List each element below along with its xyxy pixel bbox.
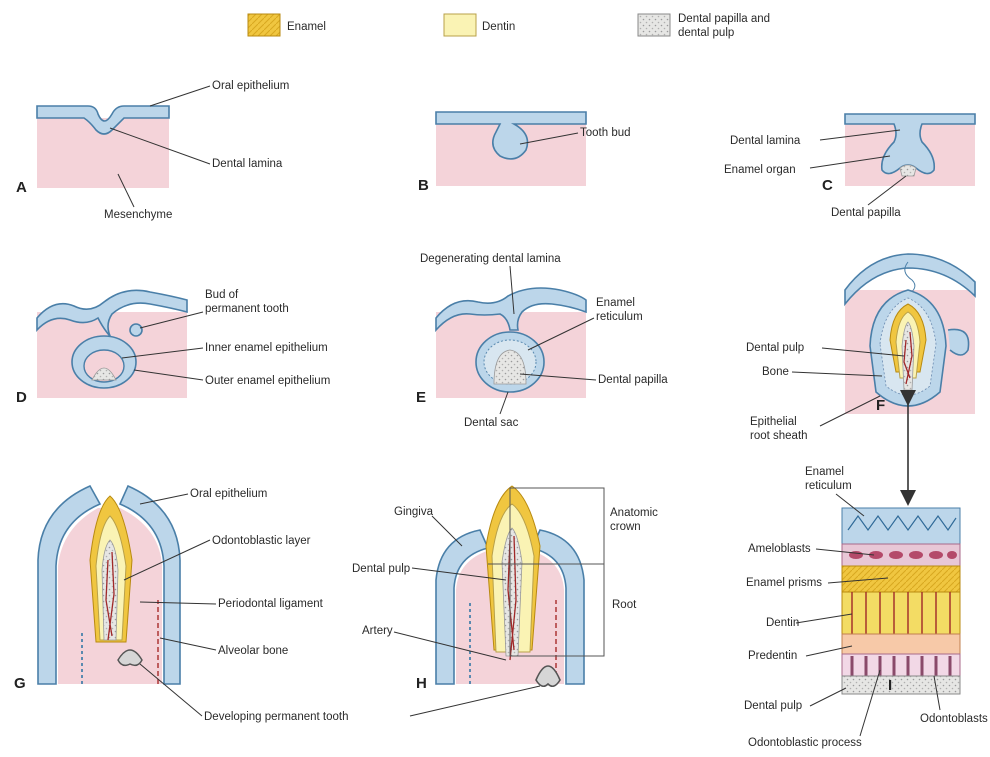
label-bone: Bone	[762, 366, 789, 378]
legend-dentin-swatch	[444, 14, 476, 36]
label-dentin: Dentin	[766, 617, 799, 629]
permanent-bud-shape	[948, 329, 969, 355]
label-periodontal: Periodontal ligament	[218, 598, 324, 610]
panel-label: F	[876, 397, 885, 414]
label-root: Root	[612, 599, 637, 611]
label-developing-tooth: Developing permanent tooth	[204, 711, 349, 723]
label-dental-pulp: Dental pulp	[746, 342, 804, 354]
label-enamel-prisms: Enamel prisms	[746, 577, 822, 589]
panel-a: A Oral epithelium Dental lamina Mesenchy…	[16, 80, 289, 221]
panel-label: H	[416, 675, 427, 692]
predentin-layer	[842, 634, 960, 654]
label-reticulum-2: reticulum	[805, 480, 852, 492]
label-reticulum-1: Enamel	[596, 297, 635, 309]
label-reticulum-1: Enamel	[805, 466, 844, 478]
label-dental-papilla: Dental papilla	[598, 374, 668, 386]
label-odontoblasts: Odontoblasts	[920, 713, 988, 725]
legend-enamel-swatch	[248, 14, 280, 36]
label-odontoblastic-layer: Odontoblastic layer	[212, 535, 311, 547]
label-bud-1: Bud of	[205, 289, 239, 301]
label-dental-lamina: Dental lamina	[212, 158, 283, 170]
label-oral-epithelium: Oral epithelium	[190, 488, 267, 500]
label-bud-2: permanent tooth	[205, 303, 289, 315]
label-dental-pulp: Dental pulp	[352, 563, 410, 575]
label-outer-enamel: Outer enamel epithelium	[205, 375, 330, 387]
leader-line	[410, 686, 540, 716]
panel-label: I	[888, 677, 892, 694]
label-odontoblastic-process: Odontoblastic process	[748, 737, 862, 749]
label-enamel-organ: Enamel organ	[724, 164, 796, 176]
panel-g: G Oral epithelium Odontoblastic layer Pe…	[14, 486, 324, 692]
leader-line	[810, 688, 846, 706]
panel-f: F Dental pulp Bone Epithelial root sheat…	[746, 254, 975, 498]
label-dental-papilla: Dental papilla	[831, 207, 901, 219]
panel-label: C	[822, 177, 833, 194]
label-inner-enamel: Inner enamel epithelium	[205, 342, 328, 354]
panel-label: B	[418, 177, 429, 194]
dental-papilla-shape	[900, 165, 916, 176]
panel-label: E	[416, 389, 426, 406]
enamel-prism-layer	[842, 566, 960, 592]
label-crown-2: crown	[610, 521, 641, 533]
label-dental-pulp: Dental pulp	[744, 700, 802, 712]
label-crown-1: Anatomic	[610, 507, 658, 519]
panel-i: I Enamel reticulum Ameloblasts Enamel pr…	[744, 466, 988, 749]
panel-d: D Bud of permanent tooth Inner enamel ep…	[16, 289, 330, 406]
legend-pulp-label-1: Dental papilla and	[678, 13, 770, 25]
label-sheath-1: Epithelial	[750, 416, 797, 428]
label-artery: Artery	[362, 625, 393, 637]
leader-line	[150, 86, 210, 106]
legend: Enamel Dentin Dental papilla and dental …	[248, 13, 770, 39]
label-tooth-bud: Tooth bud	[580, 127, 631, 139]
permanent-bud-shape	[130, 324, 142, 336]
label-dental-sac: Dental sac	[464, 417, 519, 429]
panel-label: D	[16, 389, 27, 406]
label-alveolar-bone: Alveolar bone	[218, 645, 288, 657]
legend-pulp-label-2: dental pulp	[678, 27, 734, 39]
panel-e: E Degenerating dental lamina Enamel reti…	[416, 253, 668, 429]
legend-dentin-label: Dentin	[482, 21, 515, 33]
dentin-layer	[842, 592, 960, 634]
label-reticulum-2: reticulum	[596, 311, 643, 323]
label-degenerating: Degenerating dental lamina	[420, 253, 561, 265]
dental-pulp-layer	[842, 676, 960, 694]
legend-pulp-swatch	[638, 14, 670, 36]
label-mesenchyme: Mesenchyme	[104, 209, 172, 221]
legend-enamel-label: Enamel	[287, 21, 326, 33]
panel-label: G	[14, 675, 26, 692]
enamel-reticulum-layer	[842, 508, 960, 544]
label-predentin: Predentin	[748, 650, 797, 662]
panel-h: H Gingiva Dental pulp Artery Anatomic cr…	[352, 486, 658, 692]
panel-c: C Dental lamina Enamel organ Dental papi…	[724, 114, 975, 219]
label-gingiva: Gingiva	[394, 506, 434, 518]
label-ameloblasts: Ameloblasts	[748, 543, 811, 555]
label-dental-lamina: Dental lamina	[730, 135, 801, 147]
label-oral-epithelium: Oral epithelium	[212, 80, 289, 92]
label-sheath-2: root sheath	[750, 430, 808, 442]
panel-b: B Tooth bud	[418, 112, 631, 194]
panel-label: A	[16, 179, 27, 196]
leader-line	[432, 516, 462, 546]
